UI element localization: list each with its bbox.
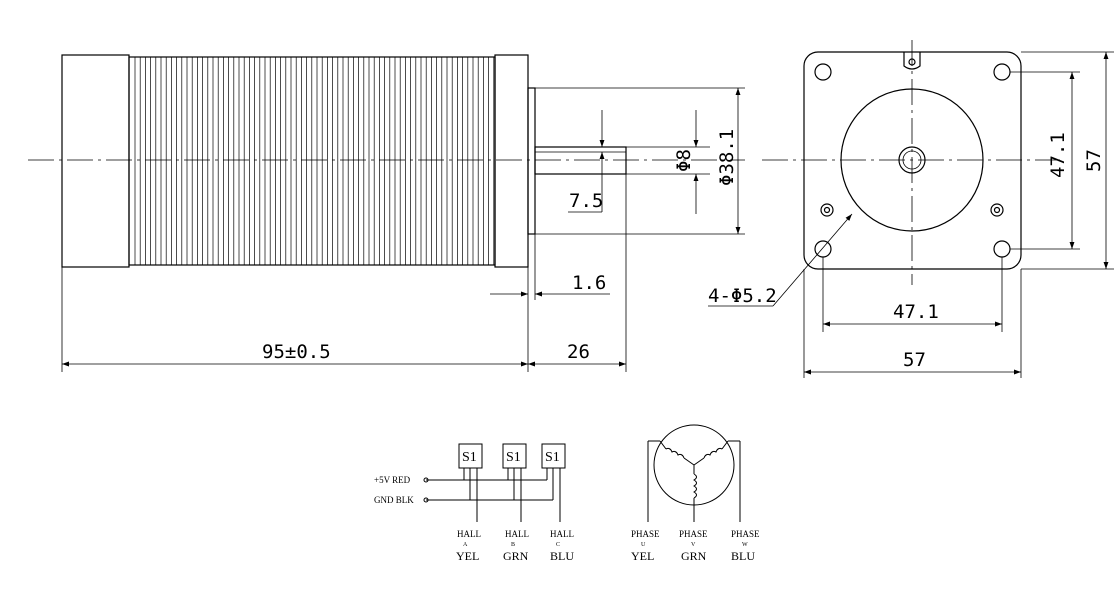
hall-sensor-b-label: S1 <box>506 450 521 465</box>
front-view <box>708 40 1114 378</box>
dim-flange-height: 57 <box>1083 149 1105 172</box>
dim-hole-spacing-v: 47.1 <box>1047 132 1069 178</box>
svg-text:PHASE: PHASE <box>731 529 760 539</box>
svg-text:PHASE: PHASE <box>679 529 708 539</box>
svg-text:GRN: GRN <box>503 549 529 563</box>
svg-text:HALL: HALL <box>550 529 574 539</box>
dim-shaft-length: 26 <box>567 341 590 363</box>
mount-hole-tl <box>814 63 832 81</box>
pilot-circle <box>840 88 984 232</box>
power-plus-label: +5V RED <box>374 475 411 485</box>
flange-square <box>803 51 1022 270</box>
dim-hole-spacing-h: 47.1 <box>893 301 939 323</box>
svg-text:YEL: YEL <box>456 549 479 563</box>
shaft-circle <box>898 146 926 174</box>
svg-text:BLU: BLU <box>550 549 574 563</box>
svg-text:W: W <box>742 542 748 548</box>
svg-text:A: A <box>463 542 468 548</box>
svg-text:YEL: YEL <box>631 549 654 563</box>
mount-hole-br <box>993 240 1011 258</box>
dim-holes: 4-Φ5.2 <box>708 285 777 307</box>
svg-text:B: B <box>511 542 515 548</box>
dim-shaft-flat: 7.5 <box>569 190 603 212</box>
svg-text:HALL: HALL <box>457 529 481 539</box>
hall-a-labels: HALL A YEL <box>456 529 481 563</box>
flange <box>527 87 536 235</box>
svg-text:BLU: BLU <box>731 549 755 563</box>
dim-flange-width: 57 <box>903 349 926 371</box>
phase-v-labels: PHASE V GRN <box>679 529 708 563</box>
dim-flange-thickness: 1.6 <box>572 272 606 294</box>
hall-b-labels: HALL B GRN <box>503 529 529 563</box>
dim-length: 95±0.5 <box>262 341 331 363</box>
hall-sensor-c-label: S1 <box>545 450 560 465</box>
front-cap <box>494 54 529 268</box>
hall-c-labels: HALL C BLU <box>550 529 574 563</box>
mount-hole-tr <box>993 63 1011 81</box>
phase-wiring <box>647 424 741 522</box>
hall-wiring <box>423 443 566 522</box>
hall-sensor-a-label: S1 <box>462 450 477 465</box>
svg-text:GRN: GRN <box>681 549 707 563</box>
rear-cap <box>61 54 130 268</box>
phase-u-labels: PHASE U YEL <box>631 529 660 563</box>
dim-pilot-diameter: Φ38.1 <box>716 129 738 186</box>
svg-text:V: V <box>691 542 696 548</box>
phase-w-labels: PHASE W BLU <box>731 529 760 563</box>
side-view <box>28 54 745 372</box>
svg-text:C: C <box>556 542 560 548</box>
svg-text:PHASE: PHASE <box>631 529 660 539</box>
svg-text:HALL: HALL <box>505 529 529 539</box>
body-fins <box>134 57 495 265</box>
svg-text:U: U <box>641 542 646 548</box>
shaft <box>534 146 627 175</box>
power-gnd-label: GND BLK <box>374 495 414 505</box>
dim-shaft-diameter: Φ8 <box>673 149 695 172</box>
